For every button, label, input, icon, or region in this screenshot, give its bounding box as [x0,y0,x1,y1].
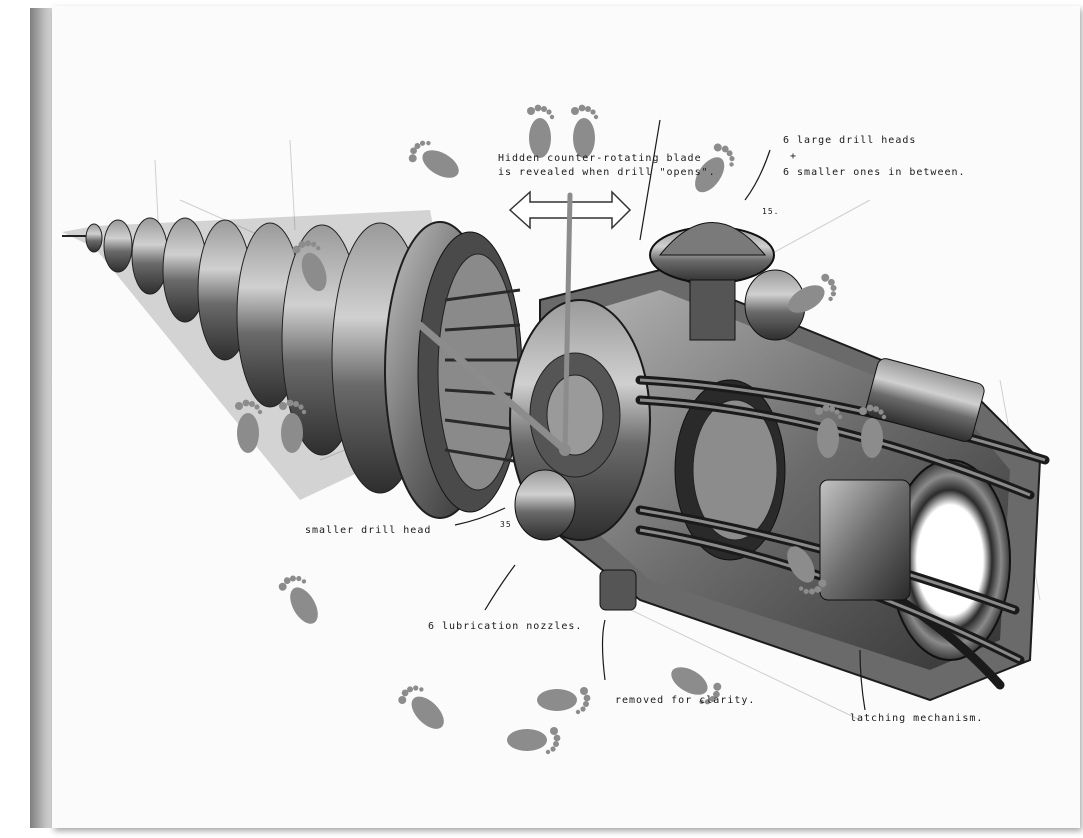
note-latching: latching mechanism. [850,713,984,724]
clock-hands [416,192,573,456]
note-heads-line2: 6 smaller ones in between. [783,167,966,178]
footprint-12 [527,104,599,158]
leader-lines [454,119,866,711]
note-blade-line2: is revealed when drill "opens". [498,167,716,178]
note-heads-num: 15. [762,207,780,216]
footprint-6 [507,687,591,755]
drill-body [509,222,1050,702]
footprint-11 [405,135,466,186]
canvas-side-edge [30,8,52,828]
note-smaller-num: 35 [500,520,512,529]
note-heads-line1: 6 large drill heads [783,135,917,146]
footprint-7 [394,679,452,737]
note-lubrication: 6 lubrication nozzles. [428,621,583,632]
note-blade-line1: Hidden counter-rotating blade [498,153,702,164]
drill-bit [62,210,523,519]
note-smaller-head: smaller drill head [305,525,432,536]
note-removed: removed for clarity. [615,695,756,706]
footprint-8 [276,569,327,630]
note-heads-plus: + [790,151,798,162]
